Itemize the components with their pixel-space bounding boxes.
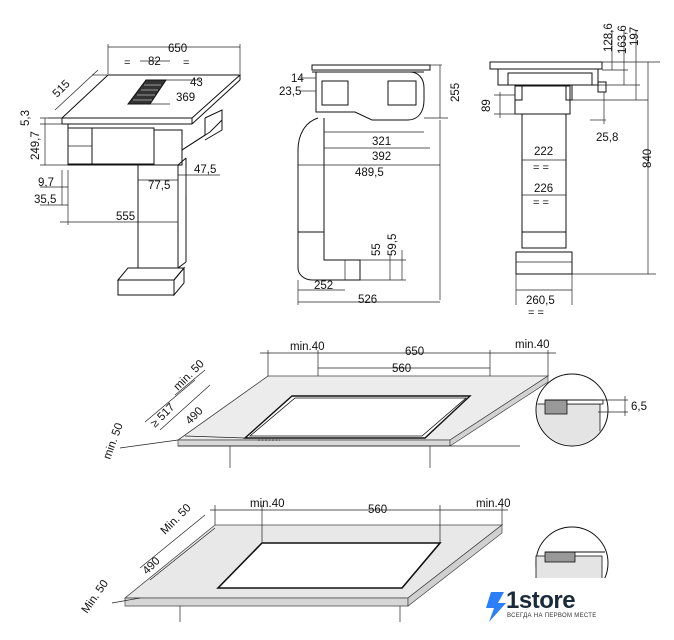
svg-text:=: =: [124, 57, 130, 69]
dim-321: 321: [372, 136, 391, 148]
min40-left-2: min.40: [250, 498, 285, 510]
dim-489-5: 489,5: [355, 167, 384, 179]
dim-23-5: 23,5: [279, 86, 301, 98]
min40-left-1: min.40: [290, 341, 325, 353]
dim-260-5: 260,5: [526, 295, 555, 307]
cutout-560-1: 560: [392, 363, 411, 375]
dim-55: 55: [371, 243, 383, 256]
front-motor: [514, 85, 571, 115]
install-diagram-1: min.40 650 min.40 560 min. 50 ≥ 517 490 …: [102, 339, 647, 468]
min50-left-2: Min. 50: [80, 578, 111, 616]
width-650: 650: [405, 346, 424, 358]
min50-left-1: min. 50: [102, 421, 126, 461]
dim-14: 14: [291, 73, 304, 85]
dim-226: 226: [534, 183, 553, 195]
dim-526: 526: [358, 294, 377, 306]
dim-89: 89: [481, 99, 493, 112]
svg-text:= =: = =: [533, 162, 549, 174]
min40-right-1: min.40: [515, 339, 550, 351]
dim-249-7: 249,7: [30, 131, 42, 160]
dim-43: 43: [190, 77, 203, 89]
dim-163-6: 163,6: [617, 25, 629, 54]
view-front-profile: 128,6 163,6 197 89 25,8 222 = = 226 = = …: [481, 23, 660, 319]
dim-252: 252: [314, 280, 333, 292]
brand-name: 1store: [506, 587, 576, 614]
min50-top-2: Min. 50: [159, 502, 194, 537]
svg-text:= =: = =: [533, 197, 549, 209]
dim-369: 369: [176, 92, 195, 104]
dim-392: 392: [372, 151, 391, 163]
dim-82: 82: [148, 56, 161, 68]
side-duct: [297, 232, 361, 281]
dim-35-5: 35,5: [34, 194, 56, 206]
edge-6-5: 6,5: [631, 401, 647, 413]
svg-text:= =: = =: [528, 307, 544, 319]
cutout-1: [243, 395, 472, 439]
brand-watermark: 1store ВСЕГДА НА ПЕРВОМ МЕСТЕ: [482, 587, 632, 625]
dim-222: 222: [534, 146, 553, 158]
dim-840: 840: [642, 149, 654, 168]
side-body: [315, 71, 425, 121]
front-duct: [521, 113, 567, 249]
dim-59-5: 59,5: [387, 234, 399, 256]
view-isometric-hob: = = 650 82 515 43 369 5,3 249,7 9,7 35,5…: [20, 43, 242, 297]
dim-77-5: 77,5: [148, 180, 170, 192]
dim-47-5: 47,5: [194, 164, 216, 176]
side-hob-plate: [311, 64, 431, 71]
hob-body: [67, 118, 206, 166]
dim-555: 555: [116, 211, 135, 223]
dim-255: 255: [450, 83, 462, 102]
duct-base-top: [116, 267, 186, 281]
dim-650: 650: [168, 43, 187, 55]
svg-text:=: =: [183, 57, 189, 69]
vent-grid: [127, 79, 167, 105]
min40-right-2: min.40: [476, 498, 511, 510]
cutout-560-2: 560: [368, 504, 387, 516]
dim-128-6: 128,6: [603, 23, 615, 52]
dim-5-3: 5,3: [20, 110, 32, 126]
view-side-profile: 14 23,5 255 321 392 489,5 55 59,5 252 52…: [279, 64, 462, 306]
brand-tagline: ВСЕГДА НА ПЕРВОМ МЕСТЕ: [507, 613, 597, 619]
front-hob-plate: [489, 61, 603, 70]
dim-9-7: 9,7: [38, 177, 54, 189]
dim-197: 197: [629, 27, 641, 46]
dim-25-8: 25,8: [596, 132, 618, 144]
brand-logo-icon: [486, 592, 506, 622]
min50-top-1: min. 50: [172, 358, 207, 393]
